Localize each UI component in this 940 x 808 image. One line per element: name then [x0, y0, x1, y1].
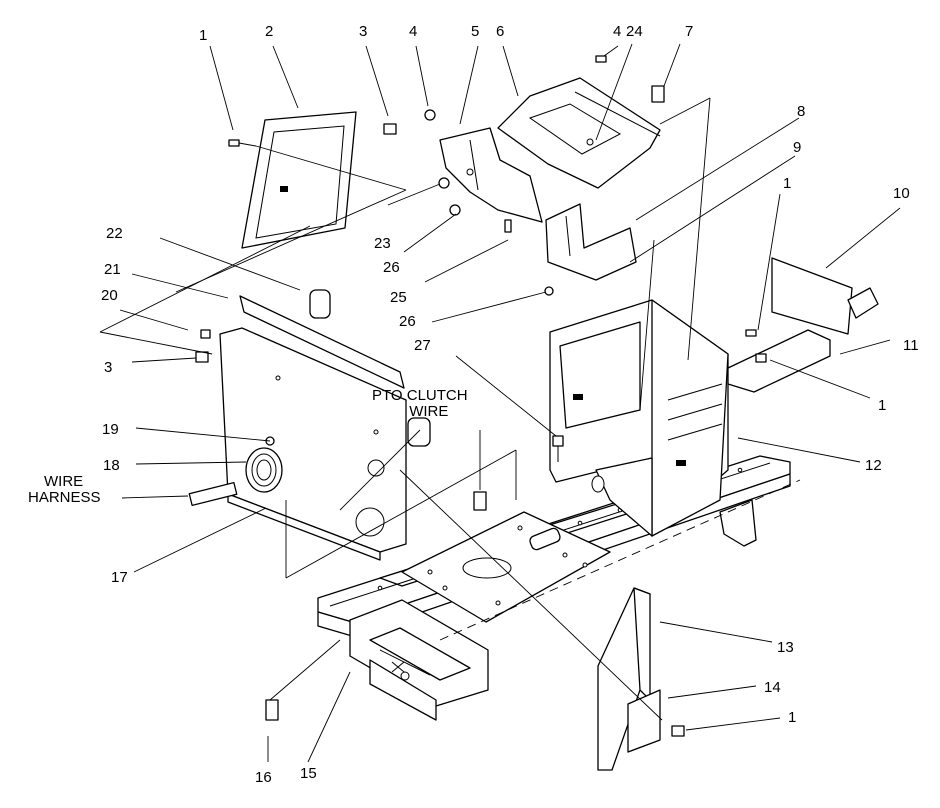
callout-11: 11 — [903, 337, 919, 354]
callout-1c: 1 — [878, 397, 887, 414]
screw-4b — [595, 55, 607, 63]
screw-1b — [745, 329, 757, 337]
callout-27: 27 — [414, 337, 431, 354]
pto-clutch-wire-note: PTO CLUTCH WIRE — [372, 388, 468, 420]
leader-lines — [119, 43, 901, 763]
callout-13: 13 — [777, 639, 794, 656]
screw-25 — [504, 219, 512, 233]
hardware — [195, 55, 767, 737]
callout-26b: 26 — [399, 313, 416, 330]
screw-26b — [544, 286, 554, 296]
rear-shroud — [549, 299, 729, 537]
clip-3a — [383, 123, 397, 135]
nut-26a — [449, 204, 461, 216]
callout-26: 26 — [383, 259, 400, 276]
callout-21: 21 — [104, 261, 121, 278]
left-side-panel — [219, 295, 407, 561]
callout-19: 19 — [102, 421, 119, 438]
callout-5: 5 — [471, 23, 480, 40]
callout-18: 18 — [103, 457, 120, 474]
callout-8: 8 — [797, 103, 806, 120]
callout-16: 16 — [255, 769, 272, 786]
callout-12: 12 — [865, 457, 882, 474]
clip-7 — [651, 85, 665, 103]
wire-harness-grommet — [188, 447, 283, 507]
bracket-9 — [545, 203, 637, 281]
callout-4b: 4 — [613, 23, 622, 40]
bracket-5 — [439, 127, 543, 223]
callout-3: 3 — [359, 23, 368, 40]
lower-right-panel — [597, 587, 661, 771]
lower-front-housing — [349, 599, 489, 721]
wire-harness-line-1: WIRE — [44, 473, 84, 490]
screw-1d — [671, 725, 685, 737]
wire-harness-line-2: HARNESS — [28, 489, 101, 506]
callout-1d: 1 — [788, 709, 797, 726]
bracket-11 — [727, 287, 879, 393]
nut-23 — [438, 177, 450, 189]
callout-1b: 1 — [783, 175, 792, 192]
wire-harness-note: WIRE HARNESS — [28, 474, 101, 506]
callout-14: 14 — [764, 679, 781, 696]
explosion-lines — [99, 97, 801, 721]
pto-clutch-wire-line-1: PTO CLUTCH — [372, 387, 468, 404]
clip-3b — [195, 351, 209, 363]
callout-3b: 3 — [104, 359, 113, 376]
screw-1c — [755, 353, 767, 363]
clip-near-pto — [407, 417, 431, 447]
callout-15: 15 — [300, 765, 317, 782]
callout-6: 6 — [496, 23, 505, 40]
right-cover-10 — [771, 257, 853, 335]
callout-25: 25 — [390, 289, 407, 306]
screw-1a — [228, 139, 257, 147]
bracket-6 — [497, 77, 661, 189]
callout-22: 22 — [106, 225, 123, 242]
callout-17: 17 — [111, 569, 128, 586]
callout-20: 20 — [101, 287, 118, 304]
clip-22 — [309, 289, 331, 319]
callout-7: 7 — [685, 23, 694, 40]
screw-27 — [552, 435, 564, 462]
pto-connector — [473, 491, 487, 511]
callout-10: 10 — [893, 185, 910, 202]
upper-left-cover — [241, 111, 357, 249]
callout-2: 2 — [265, 23, 274, 40]
center-mounting-plate — [401, 511, 611, 623]
callout-1: 1 — [199, 27, 208, 44]
screw-4a — [424, 109, 436, 121]
screw-20 — [200, 329, 211, 339]
callout-9: 9 — [793, 139, 802, 156]
callout-24: 24 — [626, 23, 643, 40]
pto-clutch-wire-line-2: WIRE — [409, 403, 449, 420]
callout-23: 23 — [374, 235, 391, 252]
clip-16 — [265, 699, 279, 721]
callout-4: 4 — [409, 23, 418, 40]
